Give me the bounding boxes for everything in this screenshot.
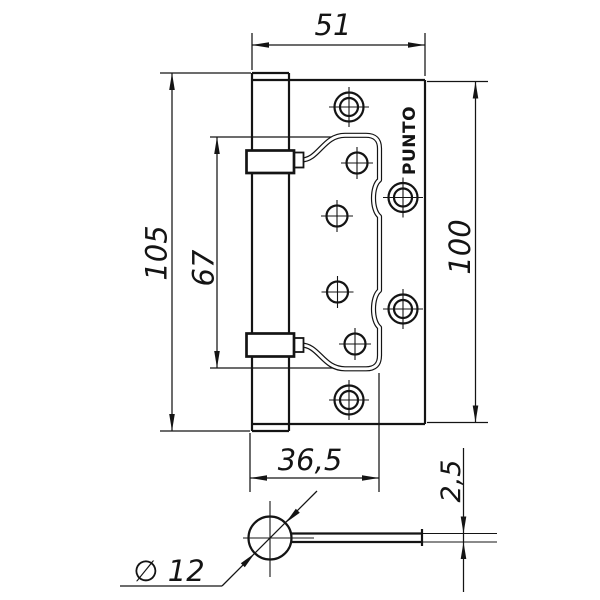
hinge-leaf-contour — [300, 132, 383, 372]
dim-plate-width-label: 51 — [315, 8, 352, 42]
screw-hole-bottom — [329, 380, 369, 420]
dim-plate-height-label: 100 — [443, 219, 477, 274]
knuckle-sleeve-bottom — [245, 332, 296, 358]
dim-overall-height-label: 105 — [140, 225, 174, 280]
dimension-67: 67 — [187, 137, 221, 368]
brand-label: PUNTO — [400, 106, 420, 175]
dim-leaf-height-label: 67 — [187, 249, 221, 286]
pilot-hole-4 — [339, 328, 371, 360]
dimension-diameter-12: ∅ 12 — [120, 490, 318, 588]
barrel-section-circle — [243, 501, 314, 577]
hinge-plate — [252, 78, 427, 426]
screw-hole-top — [329, 87, 369, 127]
leaf-side-profile — [291, 529, 497, 546]
dimension-67-extensions — [210, 136, 334, 369]
pilot-hole-1 — [341, 147, 373, 179]
pilot-hole-3 — [321, 276, 354, 308]
leaf-tab-bottom — [293, 337, 305, 353]
dimension-36-5: 36,5 — [249, 373, 380, 492]
dimension-105: 105 — [140, 72, 251, 432]
dimension-2-5: 2,5 — [436, 448, 467, 592]
screw-hole-right-lower — [383, 289, 423, 329]
front-view: PUNTO — [210, 71, 427, 433]
dimension-51: 51 — [251, 8, 426, 76]
knuckle-sleeve-top — [245, 149, 296, 175]
hinge-barrel — [250, 71, 291, 433]
leaf-tab-top — [293, 151, 305, 169]
dim-leaf-width-label: 36,5 — [278, 443, 343, 477]
side-view: 2,5 ∅ 12 — [120, 448, 497, 592]
dim-leaf-thickness-label: 2,5 — [436, 460, 467, 503]
pilot-hole-2 — [321, 200, 353, 232]
screw-hole-right-upper — [383, 177, 423, 218]
dimension-100: 100 — [427, 80, 488, 424]
dim-knuckle-diameter-label: ∅ 12 — [133, 554, 204, 588]
